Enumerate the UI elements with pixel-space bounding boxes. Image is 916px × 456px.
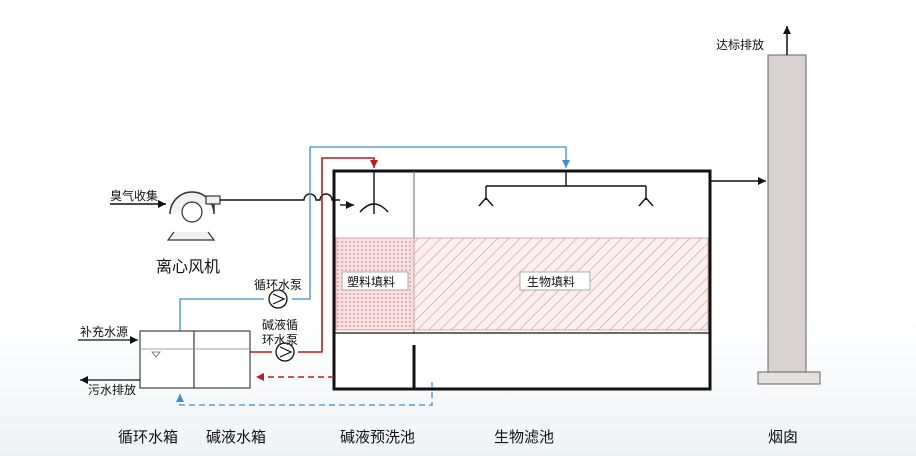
caption-chimney: 烟囱	[768, 428, 798, 446]
odor-collection-label: 臭气收集	[110, 188, 158, 203]
circulation-water-tank	[139, 330, 195, 389]
fan-hub	[181, 201, 203, 223]
alkali-water-tank	[193, 330, 251, 389]
water-tanks	[139, 330, 251, 389]
fan-stand	[166, 231, 216, 241]
biofilter-tank: 塑料填料 生物填料	[332, 169, 712, 391]
alkali-circulation-pump: 碱液循 环水泵	[262, 317, 298, 362]
chimney-base	[757, 371, 821, 385]
caption-biofilter: 生物滤池	[494, 428, 554, 446]
circulation-pump: 循环水泵	[254, 278, 302, 309]
fan-outlet	[205, 195, 221, 205]
centrifugal-fan: 离心风机	[156, 191, 221, 276]
caption-alkali-prewash: 碱液预洗池	[340, 428, 415, 446]
discharge-label: 达标排放	[716, 37, 764, 52]
caption-alkali-tank: 碱液水箱	[206, 428, 266, 446]
fan-label: 离心风机	[156, 257, 220, 276]
caption-circulation-tank: 循环水箱	[118, 428, 178, 446]
chimney: 达标排放	[716, 26, 821, 385]
sewage-discharge-label: 污水排放	[88, 382, 136, 397]
makeup-water-label: 补充水源	[80, 324, 128, 339]
alkali-pump-label-line2: 环水泵	[262, 333, 298, 347]
plastic-packing-tag	[341, 271, 409, 291]
water-level-mark	[151, 351, 161, 358]
water-return-dashed-line	[176, 382, 433, 406]
bio-packing-label: 生物填料	[527, 275, 575, 289]
fan-to-tank-duct	[220, 193, 340, 201]
chimney-stack	[767, 54, 807, 374]
circulation-pump-label: 循环水泵	[254, 278, 302, 292]
plastic-packing-label: 塑料填料	[347, 274, 395, 289]
bio-packing-tag	[519, 271, 591, 291]
alkali-liquor-line	[250, 157, 374, 353]
alkali-pump-label-line1: 碱液循	[262, 317, 298, 332]
